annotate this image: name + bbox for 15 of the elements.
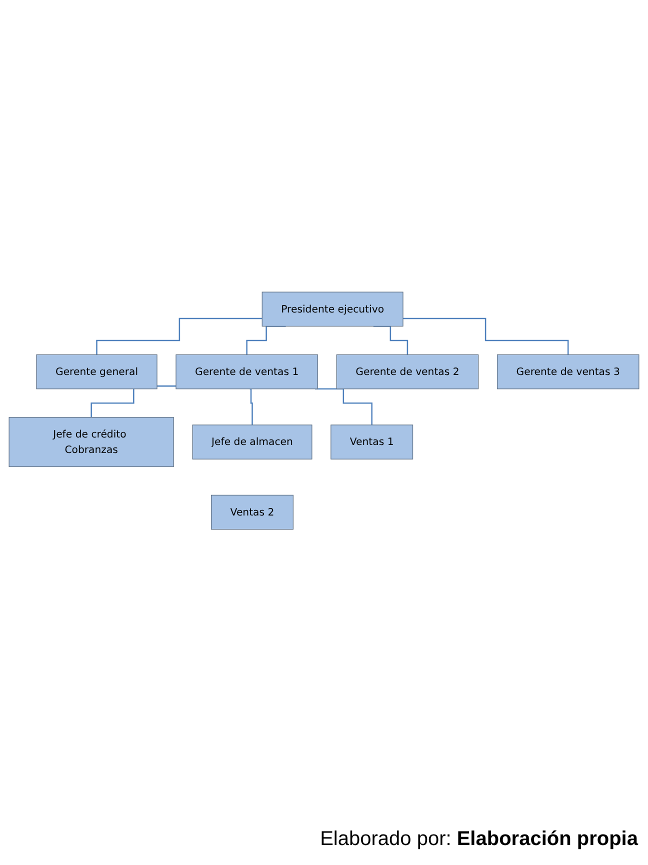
node-box bbox=[262, 292, 404, 327]
node-box bbox=[211, 495, 294, 530]
node-box bbox=[496, 354, 640, 390]
org-chart: Presidente ejecutivo Gerente general Gerente de ventas 1 Gerente de ventas 2 Gerente de ventas 3 Jefe de crédito Cobranzas Jefe de almacen Ventas 1 Ventas 2 bbox=[4, 287, 644, 535]
connector bbox=[315, 388, 372, 426]
node-box bbox=[330, 424, 414, 460]
node-box bbox=[176, 354, 318, 390]
node-box bbox=[192, 424, 312, 460]
node-box bbox=[36, 354, 158, 390]
connector bbox=[403, 318, 569, 356]
node-box bbox=[8, 417, 174, 468]
caption: Elaborado por: Elaboración propia bbox=[320, 828, 638, 851]
node-box bbox=[336, 354, 479, 390]
connector bbox=[96, 318, 262, 356]
connector bbox=[250, 388, 253, 426]
